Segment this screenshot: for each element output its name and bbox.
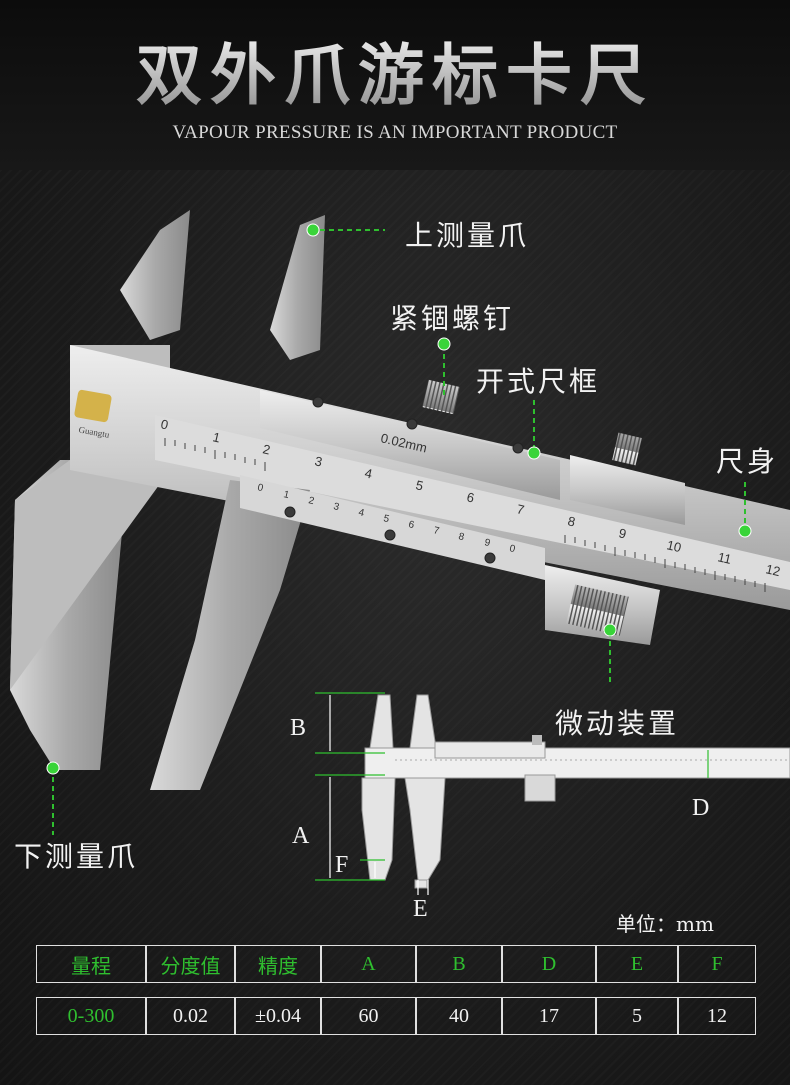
main-scale-number: 1: [211, 429, 221, 445]
callout-dot: [437, 337, 451, 351]
spec-header-cell: A: [321, 945, 416, 983]
spec-header-cell: E: [596, 945, 678, 983]
vernier-scale-number: 1: [282, 489, 290, 501]
callout-upper-jaw: 上测量爪: [405, 219, 530, 252]
main-scale-number: 3: [313, 453, 323, 469]
fixed-upper-jaw: [120, 210, 190, 340]
main-scale-number: 9: [617, 525, 627, 541]
vernier-plate: [240, 475, 545, 580]
spec-header-cell: D: [502, 945, 596, 983]
unit-label: 单位：mm: [616, 912, 714, 936]
vernier-scale-number: 4: [357, 507, 365, 519]
spec-header-cell: B: [416, 945, 502, 983]
vernier-scale-number: 0: [508, 543, 516, 555]
lock-screw: [422, 379, 460, 415]
spec-value-cell: 40: [416, 997, 502, 1035]
dimension-label-d: D: [692, 795, 710, 821]
main-scale-number: 8: [566, 513, 576, 529]
main-scale-number: 12: [764, 561, 781, 579]
vernier-scale-number: 2: [307, 495, 315, 507]
spec-table-header: 量程 分度值 精度 A B D E F: [36, 945, 756, 983]
main-scale-number: 6: [465, 489, 475, 505]
vernier-scale-number: 8: [457, 531, 465, 543]
vernier-scale-number: 5: [382, 513, 390, 525]
callout-dot: [738, 524, 752, 538]
dimension-label-e: E: [413, 896, 428, 922]
callout-dot: [306, 223, 320, 237]
spec-value-cell: 17: [502, 997, 596, 1035]
frame-lock-knob: [612, 432, 642, 466]
spec-header-cell: F: [678, 945, 756, 983]
main-scale-number: 11: [716, 549, 733, 567]
spec-table-row: 0-300 0.02 ±0.04 60 40 17 5 12: [36, 997, 756, 1035]
spec-value-cell: ±0.04: [235, 997, 321, 1035]
callout-fine-adjust: 微动装置: [555, 707, 680, 740]
spec-value-cell: 0.02: [146, 997, 235, 1035]
spec-header-cell: 量程: [36, 945, 146, 983]
callout-lock-screw: 紧锢螺钉: [390, 302, 515, 335]
caliper-illustration: Guangtu 0 1 2 3 4 5 6 7 8 9 10 11 12 0: [10, 210, 790, 895]
fine-adjust-device: [545, 565, 660, 645]
vernier-scale-number: 3: [332, 501, 340, 513]
spec-value-cell: 60: [321, 997, 416, 1035]
main-scale-number: 4: [363, 465, 373, 481]
main-scale: 0 1 2 3 4 5 6 7 8 9 10 11 12: [159, 416, 781, 579]
main-scale-number: 0: [159, 416, 169, 432]
spec-value-cell: 5: [596, 997, 678, 1035]
dimension-diagram: [315, 692, 790, 895]
callout-open-frame: 开式尺框: [476, 365, 601, 398]
spec-header-cell: 精度: [235, 945, 321, 983]
sliding-upper-jaw: [270, 215, 325, 360]
spec-value-cell: 12: [678, 997, 756, 1035]
page-subtitle: VAPOUR PRESSURE IS AN IMPORTANT PRODUCT: [172, 122, 618, 143]
callout-dot: [603, 623, 617, 637]
spec-value-cell: 0-300: [36, 997, 146, 1035]
page-title: 双外爪游标卡尺: [0, 22, 790, 118]
vernier-scale-number: 0: [256, 482, 264, 494]
dimension-label-a: A: [292, 823, 310, 849]
callout-main-beam: 尺身: [716, 445, 779, 478]
vernier-scale-number: 7: [432, 525, 440, 537]
spec-header-cell: 分度值: [146, 945, 235, 983]
header-banner: 双外爪游标卡尺 VAPOUR PRESSURE IS AN IMPORTANT …: [0, 0, 790, 171]
product-stage: [0, 170, 790, 1085]
sliding-lower-jaw: [150, 480, 310, 790]
vernier-scale: 0 1 2 3 4 5 6 7 8 9 0: [256, 482, 516, 555]
callout-dot: [527, 446, 541, 460]
vernier-scale-number: 9: [483, 537, 491, 549]
dimension-label-b: B: [290, 715, 307, 741]
callout-dot: [46, 761, 60, 775]
open-frame: [260, 390, 560, 500]
main-scale-number: 10: [665, 537, 682, 555]
main-scale-number: 2: [261, 441, 271, 457]
brand-logo: Guangtu: [74, 389, 112, 440]
callout-lower-jaw: 下测量爪: [14, 840, 139, 873]
dimension-label-f: F: [335, 852, 349, 878]
main-scale-number: 7: [515, 501, 525, 517]
main-scale-number: 5: [414, 477, 424, 493]
vernier-scale-number: 6: [407, 519, 415, 531]
